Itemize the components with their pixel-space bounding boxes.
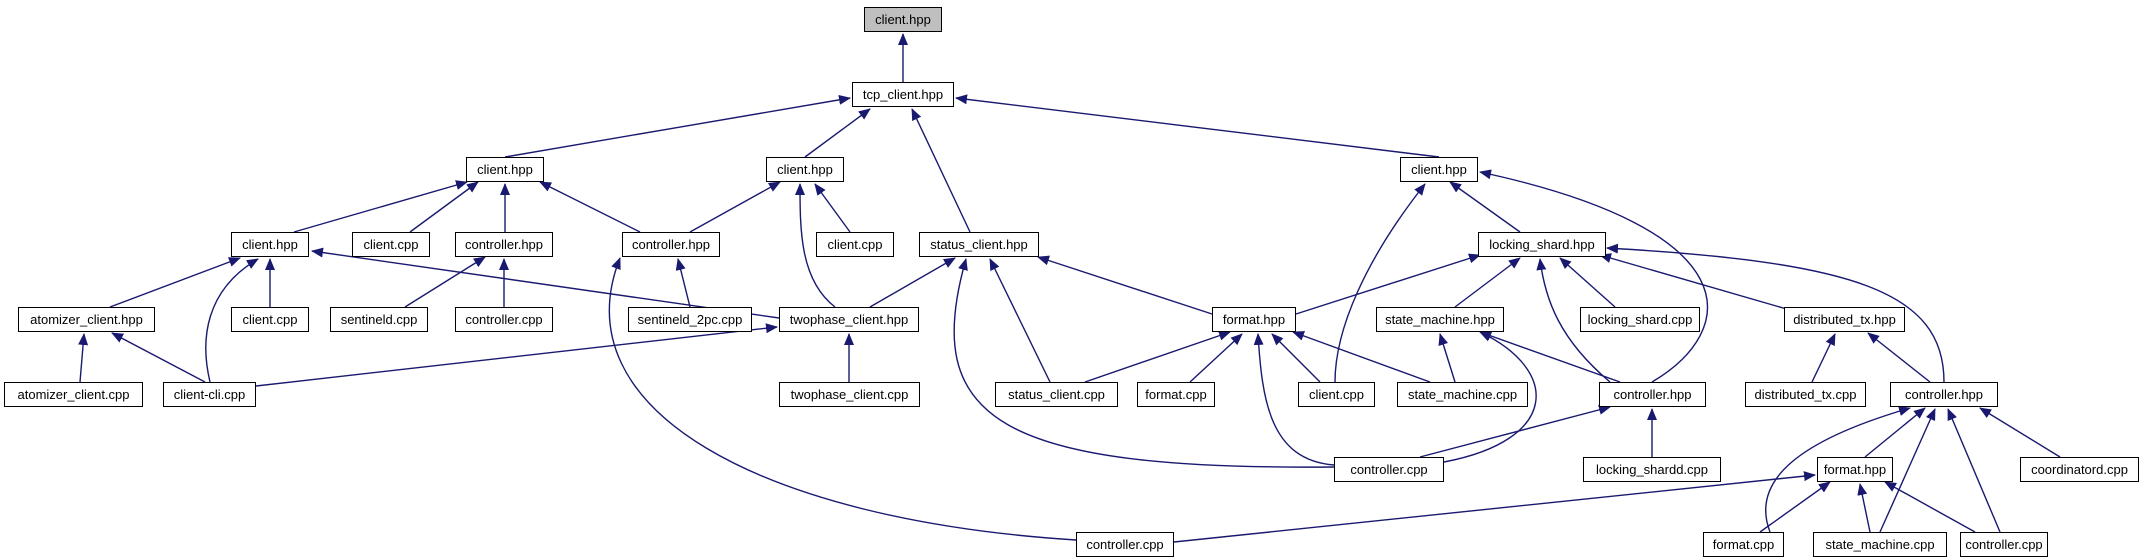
node-client-cli-cpp[interactable]: client-cli.cpp: [163, 382, 256, 407]
node-format-hpp[interactable]: format.hpp: [1212, 307, 1296, 332]
node-client-cpp[interactable]: client.cpp: [231, 307, 309, 332]
edge-n-distributed-tx-cpp-to-n-distributed-tx-hpp: [1811, 333, 1836, 383]
edge-n-status-client-cpp-to-n-status-client-hpp: [989, 258, 1051, 383]
edge-n-sentineld-cpp-to-n-controller-hpp-a: [404, 256, 486, 308]
node-locking-shardd-cpp[interactable]: locking_shardd.cpp: [1583, 457, 1721, 482]
edge-n-controller-cpp-c-to-n-format-hpp-b: [1173, 471, 1816, 543]
node-distributed-tx-hpp[interactable]: distributed_tx.hpp: [1784, 307, 1905, 332]
edge-n-controller-hpp-c-to-n-client-c: [1479, 169, 1709, 383]
edge-n-format-hpp-b-to-n-controller-hpp-d: [1864, 407, 1926, 458]
edge-n-state-machine-cpp-b-to-n-controller-hpp-d: [1879, 408, 1936, 533]
node-state-machine-cpp[interactable]: state_machine.cpp: [1397, 382, 1528, 407]
edge-n-coordinatord-cpp-to-n-controller-hpp-d: [1979, 407, 2061, 458]
edge-n-locking-shard-cpp-to-n-locking-shard-hpp: [1559, 257, 1616, 308]
node-client-hpp[interactable]: client.hpp: [231, 232, 309, 257]
node-atomizer-client-hpp[interactable]: atomizer_client.hpp: [18, 307, 155, 332]
edge-n-controller-hpp-b-to-n-client-b: [689, 181, 781, 233]
edge-n-controller-hpp-c-to-n-state-machine-hpp: [1479, 330, 1621, 383]
node-twophase-client-cpp[interactable]: twophase_client.cpp: [779, 382, 920, 407]
edge-n-status-client-hpp-to-n-tcp: [911, 108, 971, 233]
edge-n-client-cli-cpp-to-n-twophase-client-hpp: [255, 323, 778, 387]
node-locking-shard-cpp[interactable]: locking_shard.cpp: [1580, 307, 1700, 332]
edge-n-state-machine-hpp-to-n-locking-shard-hpp: [1454, 257, 1521, 308]
node-status-client-hpp[interactable]: status_client.hpp: [919, 232, 1039, 257]
edge-n-client-c-to-n-tcp: [955, 94, 1440, 158]
edge-n-controller-hpp-b-to-n-client-a: [539, 181, 641, 233]
node-atomizer-client-cpp[interactable]: atomizer_client.cpp: [4, 382, 143, 407]
edge-n-format-cpp-b-to-n-controller-hpp-d: [1765, 406, 1911, 533]
edge-n-controller-cpp-b-to-n-status-client-hpp: [953, 258, 1335, 468]
edge-n-controller-cpp-b-to-n-state-machine-hpp: [1443, 331, 1537, 463]
edge-n-client-b-to-n-tcp: [804, 108, 871, 158]
edge-n-client-d-to-n-client-a: [293, 180, 468, 233]
node-state-machine-hpp[interactable]: state_machine.hpp: [1376, 307, 1504, 332]
node-coordinatord-cpp[interactable]: coordinatord.cpp: [2020, 457, 2139, 482]
edge-n-controller-cpp-d-to-n-format-hpp-b: [1884, 481, 1976, 533]
edge-n-controller-hpp-d-to-n-distributed-tx-hpp: [1867, 332, 1931, 383]
edge-n-client-cpp-d-to-n-format-hpp-a: [1271, 333, 1321, 383]
node-controller-cpp[interactable]: controller.cpp: [1960, 532, 2048, 557]
node-client-cpp[interactable]: client.cpp: [816, 232, 894, 257]
edge-n-controller-cpp-d-to-n-controller-hpp-d: [1947, 408, 2001, 533]
node-client-hpp[interactable]: client.hpp: [1400, 157, 1478, 182]
node-client-cpp[interactable]: client.cpp: [352, 232, 430, 257]
node-controller-cpp[interactable]: controller.cpp: [1076, 532, 1174, 557]
edge-n-locking-shard-hpp-to-n-client-c: [1449, 181, 1521, 233]
edge-n-client-cli-cpp-to-n-client-d: [205, 258, 259, 383]
node-controller-hpp[interactable]: controller.hpp: [622, 232, 720, 257]
edge-n-client-cli-cpp-to-n-atomizer-client-hpp: [111, 332, 206, 383]
edge-n-controller-hpp-d-to-n-locking-shard-hpp: [1606, 243, 1945, 383]
node-controller-cpp[interactable]: controller.cpp: [1334, 457, 1444, 482]
node-format-cpp[interactable]: format.cpp: [1137, 382, 1215, 407]
node-status-client-cpp[interactable]: status_client.cpp: [995, 382, 1118, 407]
edge-n-distributed-tx-hpp-to-n-locking-shard-hpp: [1599, 253, 1791, 311]
edge-n-client-cpp-a-to-n-client-a: [409, 181, 479, 233]
node-controller-hpp[interactable]: controller.hpp: [455, 232, 553, 257]
edge-n-controller-cpp-c-to-n-controller-hpp-b: [608, 257, 1077, 541]
edge-n-twophase-client-hpp-to-n-status-client-hpp: [869, 257, 956, 308]
edge-n-status-client-cpp-to-n-format-hpp-a: [1084, 330, 1231, 383]
edge-n-format-hpp-a-to-n-locking-shard-hpp: [1295, 253, 1481, 315]
node-tcp-client-hpp[interactable]: tcp_client.hpp: [852, 82, 954, 107]
edge-n-twophase-client-hpp-to-n-client-b: [795, 183, 836, 308]
node-client-hpp[interactable]: client.hpp: [466, 157, 544, 182]
edge-n-twophase-client-hpp-to-n-client-d: [311, 247, 780, 319]
node-client-hpp-root: client.hpp: [864, 7, 942, 32]
edge-n-format-hpp-a-to-n-status-client-hpp: [1037, 255, 1213, 315]
edge-n-client-a-to-n-tcp: [504, 94, 851, 158]
dependency-edges: [78, 33, 2061, 543]
edge-n-controller-cpp-b-to-n-controller-hpp-c: [1419, 404, 1611, 458]
edge-n-controller-cpp-b-to-n-format-hpp-a: [1253, 333, 1335, 466]
edge-n-state-machine-cpp-b-to-n-format-hpp-b: [1857, 483, 1871, 533]
node-client-cpp[interactable]: client.cpp: [1298, 382, 1375, 407]
node-sentineld-cpp[interactable]: sentineld.cpp: [330, 307, 428, 332]
edge-n-controller-hpp-c-to-n-locking-shard-hpp: [1536, 258, 1611, 383]
node-state-machine-cpp[interactable]: state_machine.cpp: [1813, 532, 1947, 557]
edge-n-client-cpp-d-to-n-client-c: [1334, 183, 1426, 383]
edge-n-state-machine-cpp-a-to-n-state-machine-hpp: [1438, 333, 1456, 383]
edge-n-state-machine-cpp-a-to-n-format-hpp-a: [1292, 331, 1431, 383]
edge-n-sentineld-2pc-cpp-to-n-controller-hpp-b: [675, 258, 691, 308]
node-format-cpp[interactable]: format.cpp: [1703, 532, 1784, 557]
edge-n-format-cpp-b-to-n-format-hpp-b: [1759, 481, 1831, 533]
node-locking-shard-hpp[interactable]: locking_shard.hpp: [1478, 232, 1606, 257]
node-controller-hpp[interactable]: controller.hpp: [1890, 382, 1998, 407]
node-distributed-tx-cpp[interactable]: distributed_tx.cpp: [1745, 382, 1866, 407]
node-twophase-client-hpp[interactable]: twophase_client.hpp: [779, 307, 919, 332]
node-client-hpp[interactable]: client.hpp: [766, 157, 844, 182]
node-controller-hpp[interactable]: controller.hpp: [1599, 382, 1706, 407]
edge-n-atomizer-client-cpp-to-n-atomizer-client-hpp: [78, 333, 89, 383]
edge-n-format-cpp-a-to-n-format-hpp-a: [1189, 333, 1243, 383]
node-controller-cpp[interactable]: controller.cpp: [455, 307, 553, 332]
node-sentineld-2pc-cpp[interactable]: sentineld_2pc.cpp: [628, 307, 752, 332]
edge-n-atomizer-client-hpp-to-n-client-d: [109, 257, 241, 308]
edge-n-client-cpp-b-to-n-client-b: [814, 183, 851, 233]
node-format-hpp[interactable]: format.hpp: [1817, 457, 1893, 482]
